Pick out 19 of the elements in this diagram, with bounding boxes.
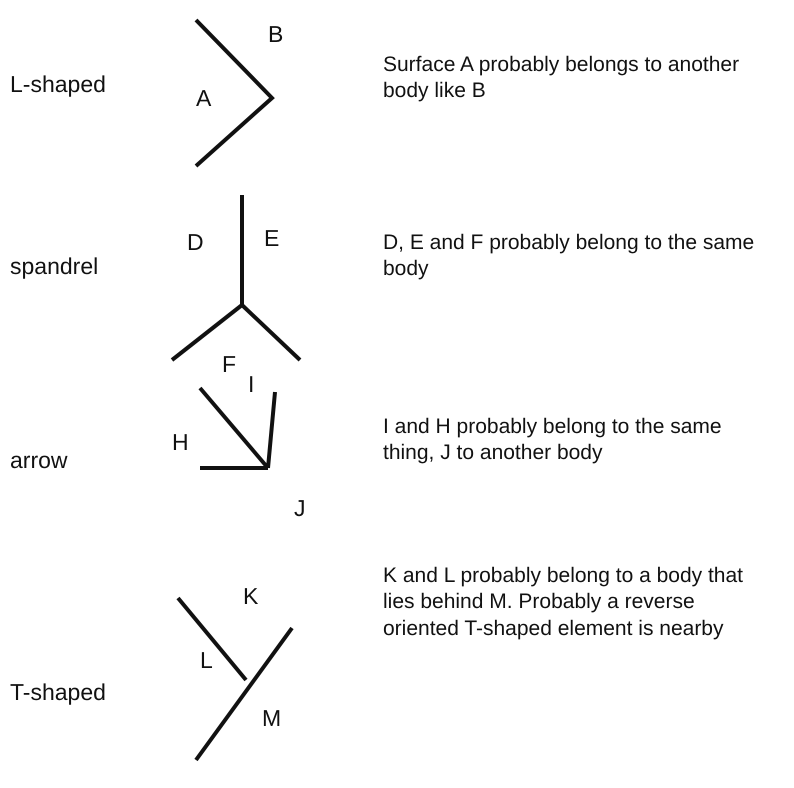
surface-letter: J: [294, 494, 306, 523]
surface-letter: I: [248, 370, 254, 399]
surface-letter: B: [268, 20, 284, 49]
junction-type-label: T-shaped: [10, 678, 106, 707]
surface-letter: A: [196, 84, 212, 113]
surface-letter: H: [172, 428, 189, 457]
description-text: K and L probably belong to a body that lies behind M. Probably a reverse oriented T-shaped element is nearby: [383, 563, 744, 642]
description-text: I and H probably belong to the same thing, J to another body: [383, 414, 723, 466]
surface-letter: F: [222, 350, 236, 379]
description-text: Surface A probably belongs to another body like B: [383, 52, 740, 104]
junction-type-label: arrow: [10, 446, 68, 475]
junction-type-label: spandrel: [10, 252, 98, 281]
description-text: D, E and F probably belong to the same body: [383, 230, 756, 282]
junction-type-label: L-shaped: [10, 70, 106, 99]
surface-letter: K: [243, 582, 258, 611]
surface-letter: D: [187, 228, 204, 257]
surface-letter: M: [262, 704, 282, 733]
surface-letter: L: [200, 646, 213, 675]
surface-letter: E: [264, 224, 280, 253]
